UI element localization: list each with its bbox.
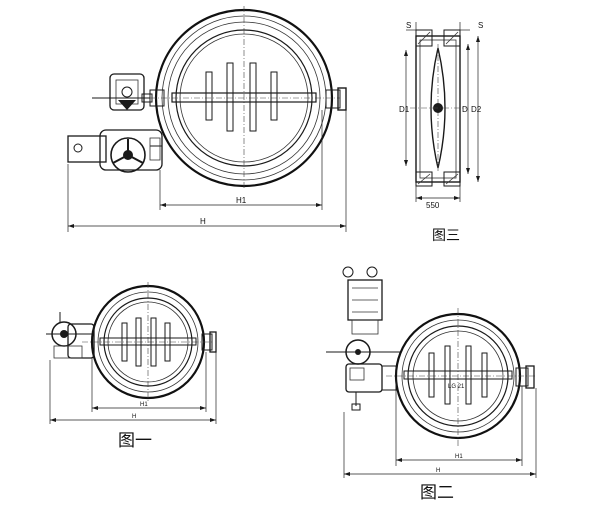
fig3-caption: 图三 — [432, 228, 460, 244]
fig3-d2-label: D2 — [471, 105, 482, 114]
figure1-drawing: H1 H 图一 — [46, 282, 217, 451]
fig2-h-label: H — [436, 468, 440, 474]
fig1-h1-label: H1 — [140, 402, 148, 408]
top-valve-drawing: H1 H — [67, 6, 347, 232]
fig1-caption: 图一 — [118, 431, 152, 451]
fig3-d-label: D — [462, 105, 468, 114]
fig2-h1-label: H1 — [455, 454, 463, 460]
top-h-label: H — [200, 217, 206, 226]
fig3-d1-label: D1 — [399, 105, 410, 114]
top-h1-label: H1 — [236, 196, 247, 205]
fig3-s-left: S — [406, 21, 411, 30]
fig3-width-label: 550 — [426, 201, 440, 210]
figure3-drawing: S S D1 D D2 550 图三 — [399, 21, 483, 244]
fig2-plate-mark: LG 21 — [448, 384, 465, 390]
fig2-caption: 图二 — [420, 483, 454, 503]
fig1-h-label: H — [132, 414, 136, 420]
fig3-s-right: S — [478, 21, 483, 30]
figure2-drawing: LG 21 H1 H 图二 — [326, 266, 537, 503]
